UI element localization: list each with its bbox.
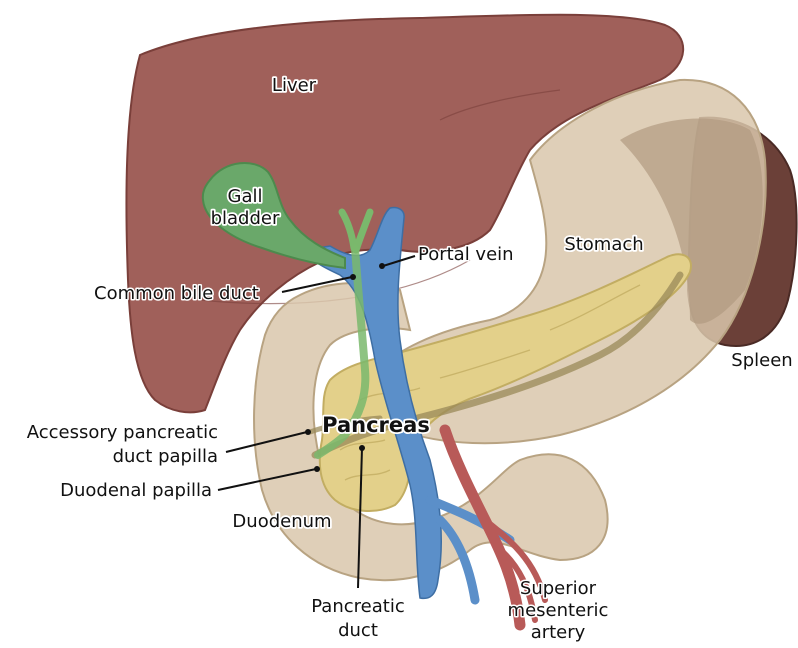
spleen-label: Spleen: [731, 350, 792, 371]
accessory-papilla-label: duct papilla: [113, 446, 218, 467]
duodenal-papilla-pointer-dot: [314, 466, 320, 472]
pancreatic-duct-label: Pancreatic: [311, 596, 404, 617]
pancreatic-duct-pointer-dot: [359, 445, 365, 451]
accessory-papilla-label: Accessory pancreatic: [27, 422, 218, 443]
duodenal-papilla-label: Duodenal papilla: [60, 480, 212, 501]
accessory-papilla-pointer-dot: [305, 429, 311, 435]
common-bile-duct-label: Common bile duct: [94, 283, 259, 304]
duodenum-label: Duodenum: [232, 511, 331, 532]
sma-label: artery: [531, 622, 586, 643]
gallbladder-label: Gall: [228, 186, 263, 207]
pancreas-label: Pancreas: [322, 413, 430, 437]
liver-label: Liver: [272, 75, 317, 96]
stomach-label: Stomach: [564, 234, 643, 255]
gallbladder-label: bladder: [211, 208, 280, 229]
sma-label: Superior: [520, 578, 597, 599]
pancreatic-duct-label: duct: [338, 620, 378, 641]
sma-label: mesenteric: [508, 600, 609, 621]
portal-vein-pointer-dot: [379, 263, 385, 269]
common-bile-duct-pointer-dot: [350, 274, 356, 280]
portal-vein-label: Portal vein: [418, 244, 514, 265]
